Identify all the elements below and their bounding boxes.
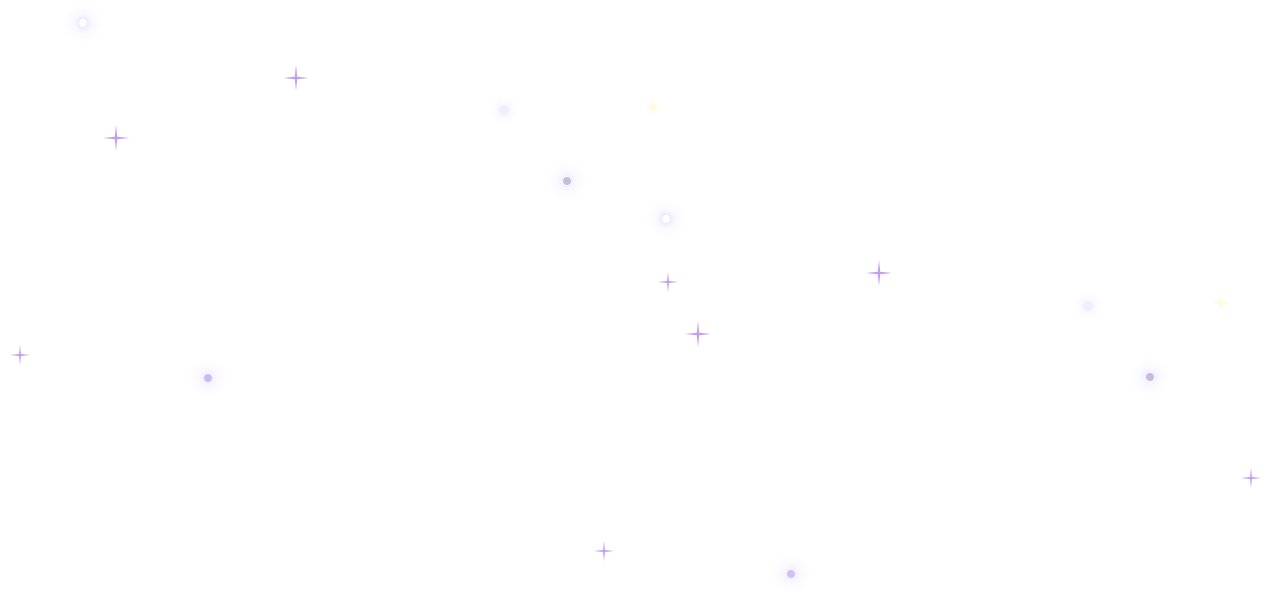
sparkle-icon xyxy=(684,320,712,348)
glow-dot-icon xyxy=(188,358,228,398)
sparkle-icon xyxy=(1240,467,1262,489)
glow-dot-icon xyxy=(489,95,519,125)
glow-dot-icon xyxy=(646,199,686,239)
glow-dot-icon xyxy=(63,3,103,43)
glow-dot-icon xyxy=(547,161,587,201)
glow-dot-icon xyxy=(1073,291,1103,321)
sparkle-icon xyxy=(657,271,679,293)
sparkle-icon xyxy=(865,259,893,287)
faint-yellow-sparkle-icon xyxy=(643,97,663,117)
glow-dot-icon xyxy=(771,554,811,594)
glow-dot-icon xyxy=(1130,357,1170,397)
sparkle-icon xyxy=(282,64,310,92)
sparkle-icon xyxy=(102,124,130,152)
sparkle-icon xyxy=(9,344,31,366)
sparkle-icon xyxy=(593,540,615,562)
faint-yellow-sparkle-icon xyxy=(1211,293,1231,313)
